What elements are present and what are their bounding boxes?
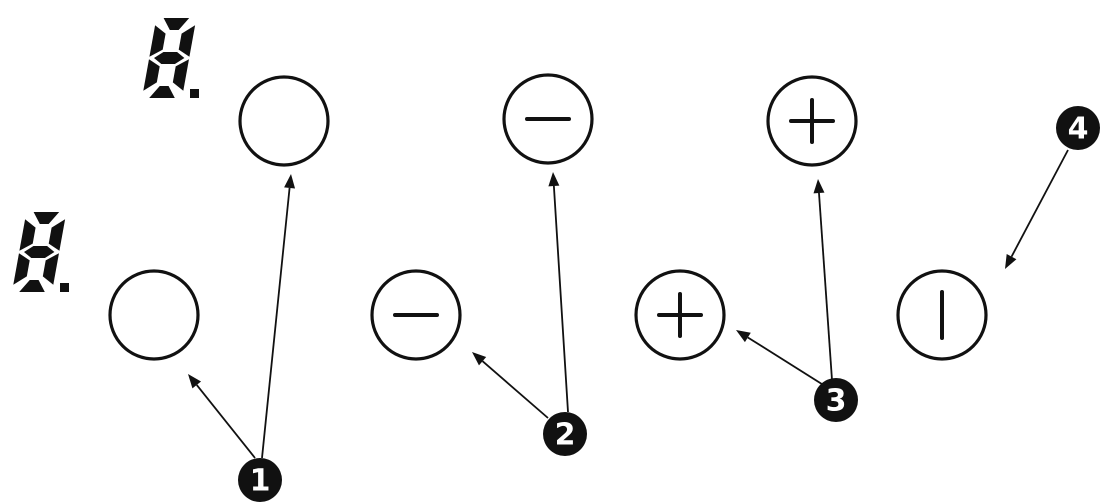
display-segment-f — [149, 25, 166, 57]
plus-front-button[interactable] — [634, 269, 726, 361]
callout-number: 3 — [826, 384, 847, 419]
display-rear — [143, 18, 199, 98]
display-segment-b — [48, 219, 66, 251]
callout-1: 1 — [238, 458, 282, 502]
zone-select-front-button[interactable] — [108, 269, 200, 361]
display-front — [13, 212, 69, 292]
power-button[interactable] — [896, 269, 988, 361]
callout-number: 2 — [555, 418, 576, 453]
display-segment-a — [163, 18, 190, 30]
button-ring — [238, 75, 330, 167]
display-segment-g — [153, 52, 185, 64]
display-segment-g — [23, 246, 55, 258]
display-segment-f — [19, 219, 36, 251]
callout-disc — [814, 378, 858, 422]
leader-arrow-minus-rear — [548, 172, 569, 413]
minus-rear-button[interactable] — [502, 73, 594, 165]
callout-number: 4 — [1068, 112, 1089, 147]
display-segment-d — [149, 86, 175, 98]
leader-arrow-zone-select-rear — [261, 174, 296, 459]
decimal-point — [190, 89, 199, 98]
minus-front-button[interactable] — [370, 269, 462, 361]
plus-rear-button[interactable] — [766, 75, 858, 167]
display-segment-a — [33, 212, 60, 224]
display-segment-b — [178, 25, 196, 57]
display-segment-e — [13, 253, 30, 285]
leader-arrow-plus-rear — [813, 179, 833, 381]
callout-4: 4 — [1056, 106, 1100, 150]
plus-icon — [789, 98, 835, 144]
leader-arrow-plus-front — [736, 330, 826, 387]
button-ring — [108, 269, 200, 361]
zone-select-rear-button[interactable] — [238, 75, 330, 167]
callout-2: 2 — [543, 412, 587, 456]
callout-number: 1 — [250, 464, 271, 499]
display-segment-c — [172, 59, 189, 91]
display-segment-e — [143, 59, 160, 91]
plus-icon — [657, 292, 703, 338]
display-segment-d — [19, 280, 45, 292]
callout-disc — [543, 412, 587, 456]
callout-disc — [1056, 106, 1100, 150]
callout-3: 3 — [814, 378, 858, 422]
callout-disc — [238, 458, 282, 502]
display-segment-c — [42, 253, 59, 285]
leader-arrow-minus-front — [472, 352, 549, 419]
decimal-point — [60, 283, 69, 292]
leader-arrow-power — [1005, 149, 1069, 269]
leader-arrow-zone-select-front — [188, 374, 256, 459]
